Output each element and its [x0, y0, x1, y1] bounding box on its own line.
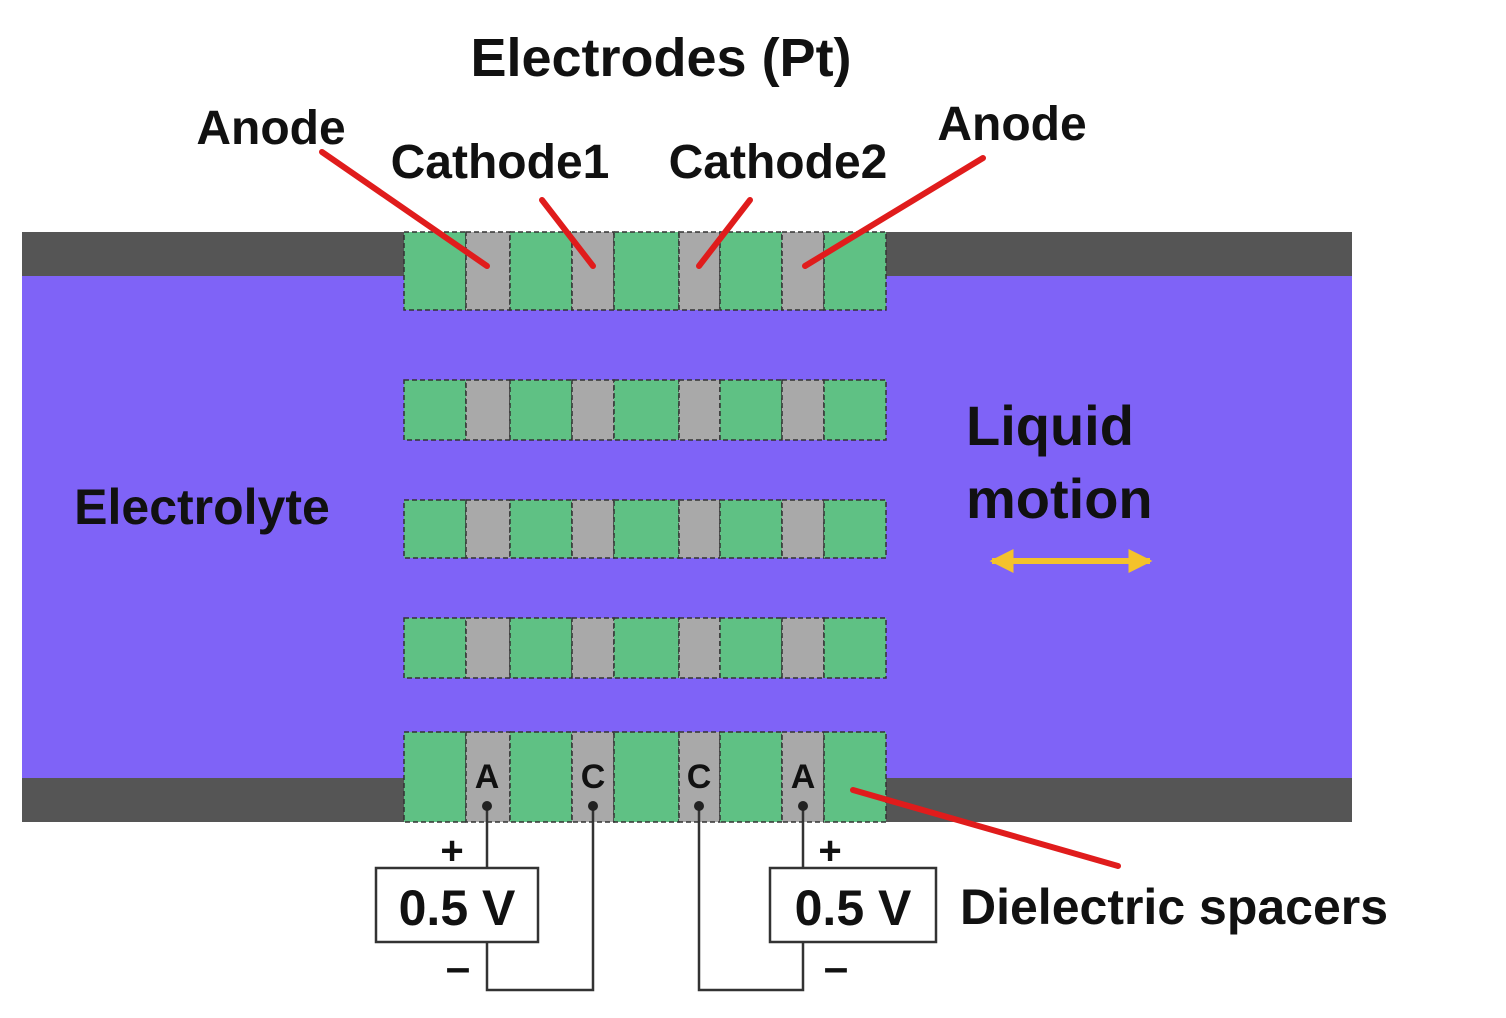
platinum-electrode	[781, 231, 825, 311]
platinum-electrode	[678, 379, 721, 441]
dielectric-spacer	[613, 379, 680, 441]
dielectric-spacer	[719, 379, 783, 441]
dielectric-spacer	[509, 379, 573, 441]
dielectric-spacer	[719, 499, 783, 559]
dielectric-spacer	[719, 617, 783, 679]
pointer-anode-right	[802, 155, 986, 269]
platinum-electrode	[781, 617, 825, 679]
dielectric-spacer	[719, 731, 783, 823]
terminal-label-anode-right: A	[791, 758, 816, 796]
voltage-source-right-plus: +	[818, 829, 841, 873]
label-cathode1: Cathode1	[391, 136, 610, 189]
dielectric-spacer	[403, 617, 467, 679]
dielectric-spacer	[509, 617, 573, 679]
platinum-electrode	[571, 499, 615, 559]
dielectric-spacer	[613, 499, 680, 559]
platinum-electrode	[678, 499, 721, 559]
terminal-dot	[588, 801, 598, 811]
diagram-title: Electrodes (Pt)	[470, 28, 851, 88]
pointer-lines	[319, 149, 1121, 869]
label-anode-right: Anode	[937, 98, 1086, 151]
voltage-source-left	[374, 866, 540, 944]
voltage-source-right-minus: –	[824, 943, 848, 992]
dielectric-spacer	[509, 731, 573, 823]
dielectric-spacer	[403, 731, 467, 823]
dielectric-spacer	[719, 231, 783, 311]
dielectric-spacer	[823, 379, 887, 441]
dielectric-spacer	[823, 231, 887, 311]
platinum-electrode	[781, 499, 825, 559]
terminal-label-cathode1: C	[581, 758, 606, 796]
dielectric-spacer	[823, 499, 887, 559]
wire-right-return	[697, 806, 805, 992]
terminal-label-cathode2: C	[687, 758, 712, 796]
dielectric-spacer	[509, 499, 573, 559]
label-cathode2: Cathode2	[669, 136, 888, 189]
dielectric-spacer	[613, 617, 680, 679]
platinum-electrode	[465, 499, 511, 559]
pointer-dielectric-spacers	[850, 787, 1121, 869]
platinum-electrode	[465, 379, 511, 441]
voltage-source-right	[768, 866, 938, 944]
dielectric-spacer	[823, 731, 887, 823]
terminal-label-anode-left: A	[475, 758, 500, 796]
label-electrolyte: Electrolyte	[74, 479, 330, 535]
dielectric-spacer	[613, 731, 680, 823]
label-motion: motion	[966, 467, 1153, 530]
circuit-wiring	[485, 806, 805, 992]
terminal-dot	[482, 801, 492, 811]
voltage-source-right-value: 0.5 V	[795, 880, 912, 936]
label-dielectric-spacers: Dielectric spacers	[960, 879, 1388, 935]
platinum-electrode	[571, 379, 615, 441]
platinum-electrode	[571, 617, 615, 679]
dielectric-spacer	[613, 231, 680, 311]
voltage-source-left-plus: +	[440, 829, 463, 873]
voltage-source-left-value: 0.5 V	[399, 880, 516, 936]
voltage-source-left-minus: –	[446, 943, 470, 992]
label-liquid: Liquid	[966, 394, 1134, 457]
label-anode-left: Anode	[196, 102, 345, 155]
terminal-dots	[482, 801, 808, 811]
dielectric-spacer	[823, 617, 887, 679]
platinum-electrode	[781, 379, 825, 441]
pointer-cathode2	[696, 197, 753, 269]
dielectric-spacer	[509, 231, 573, 311]
platinum-electrode	[465, 231, 511, 311]
platinum-electrode	[465, 617, 511, 679]
terminal-dot	[694, 801, 704, 811]
wire-left-return	[485, 806, 595, 992]
dielectric-spacer	[403, 379, 467, 441]
pointer-cathode1	[539, 197, 596, 269]
platinum-electrode	[678, 617, 721, 679]
terminal-dot	[798, 801, 808, 811]
dielectric-spacer	[403, 499, 467, 559]
pointer-anode-left	[319, 149, 490, 269]
